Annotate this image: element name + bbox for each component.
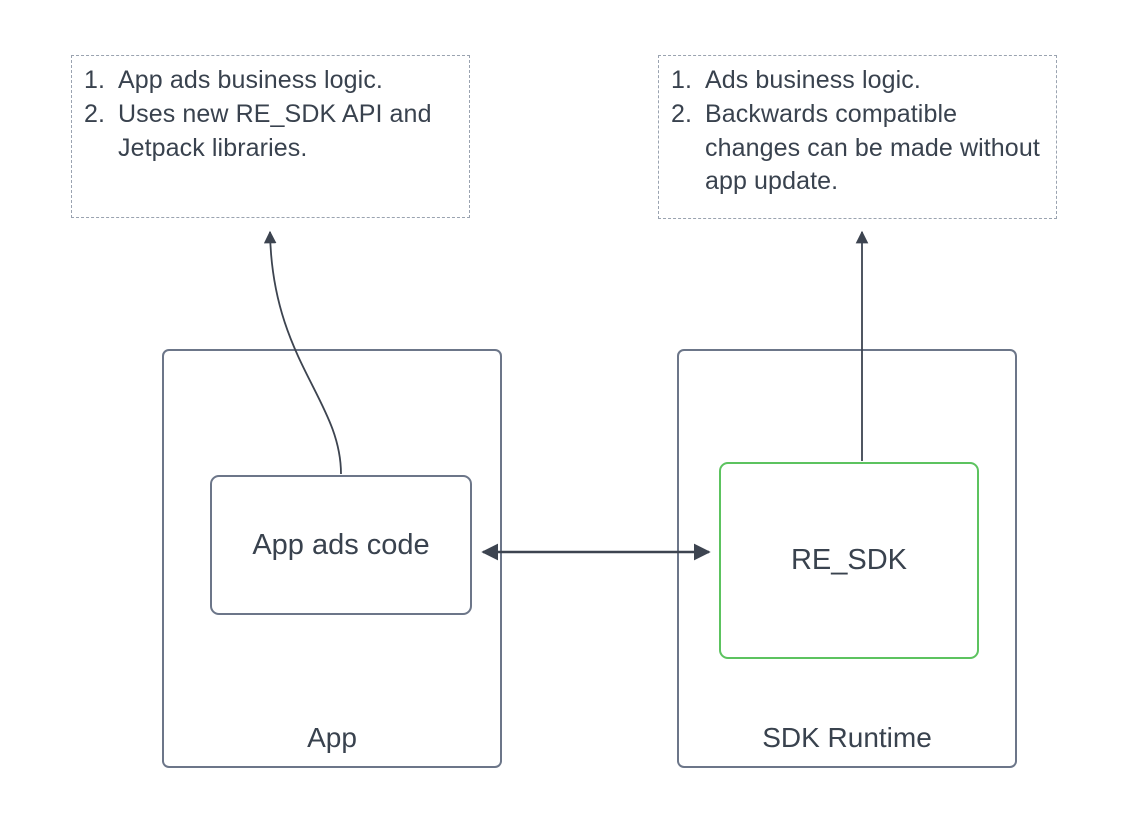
callout-note-left-list: App ads business logic. Uses new RE_SDK …	[84, 64, 459, 165]
callout-note-right-item-1: Ads business logic.	[671, 64, 921, 98]
container-sdk-runtime-label: SDK Runtime	[762, 722, 932, 753]
component-app-ads-code-label: App ads code	[252, 528, 430, 561]
component-re-sdk: RE_SDK	[719, 462, 979, 659]
callout-note-right-list: Ads business logic. Backwards compatible…	[671, 64, 1046, 198]
callout-note-left-item-1: App ads business logic.	[84, 64, 383, 98]
component-re-sdk-label: RE_SDK	[790, 544, 908, 576]
container-app-label: App	[307, 722, 357, 753]
callout-note-right-item-2: Backwards compatible changes can be made…	[671, 98, 1040, 195]
component-app-ads-code: App ads code	[210, 475, 472, 615]
callout-note-right: Ads business logic. Backwards compatible…	[658, 55, 1057, 219]
callout-note-left: App ads business logic. Uses new RE_SDK …	[71, 55, 470, 218]
callout-note-left-item-2: Uses new RE_SDK API and Jetpack librarie…	[84, 98, 432, 162]
